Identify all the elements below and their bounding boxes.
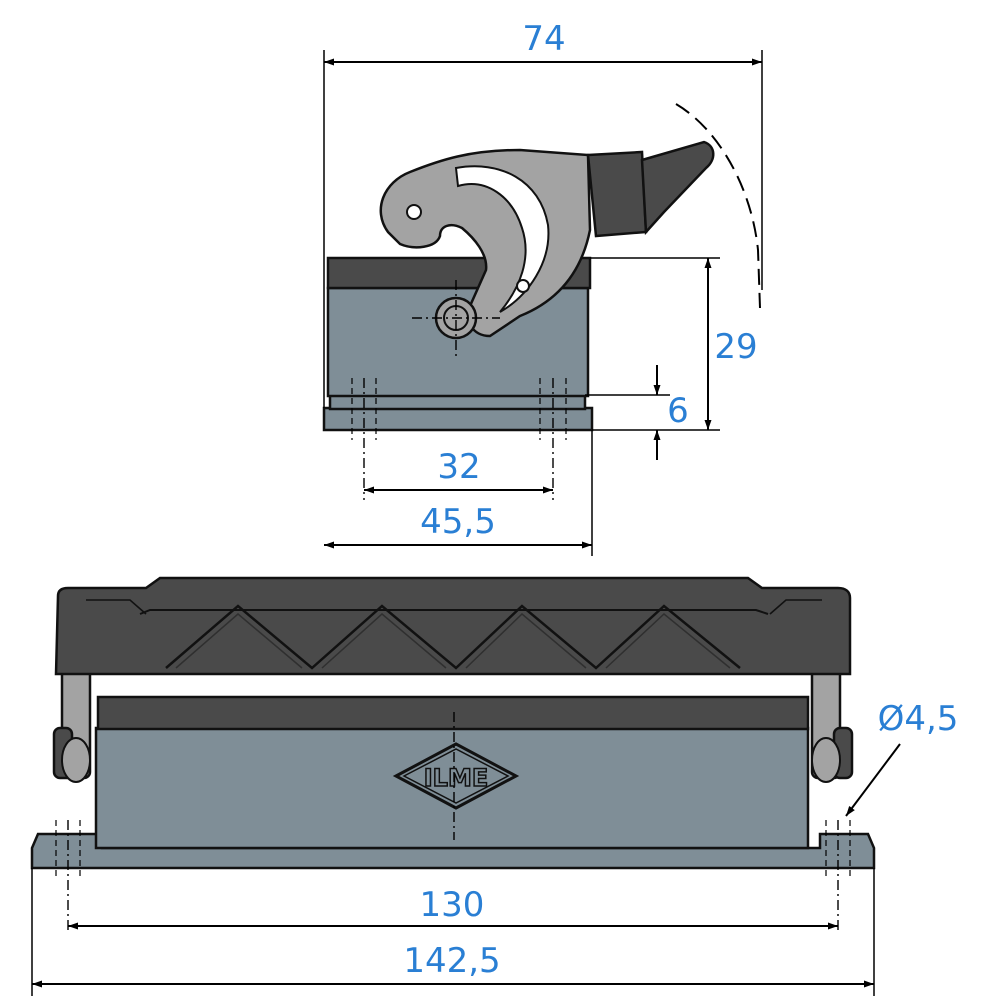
dimension-45-5: 45,5 xyxy=(324,430,593,556)
dimension-74: 74 xyxy=(323,19,763,408)
dim-label-29: 29 xyxy=(714,327,757,367)
dim-label-130: 130 xyxy=(420,885,485,925)
dimension-32: 32 xyxy=(364,447,553,494)
svg-text:ILME: ILME xyxy=(424,764,489,792)
dimension-6: 6 xyxy=(585,365,689,460)
ilme-logo: ILME xyxy=(392,742,520,810)
dim-label-32: 32 xyxy=(437,447,480,487)
front-base-flange xyxy=(30,832,876,870)
dimension-130: 130 xyxy=(68,885,838,930)
right-hinge xyxy=(810,666,854,783)
front-top-band xyxy=(96,695,810,731)
dim-label-142-5: 142,5 xyxy=(403,941,500,981)
dimension-hole-diameter: Ø4,5 xyxy=(845,699,959,817)
cover-relief xyxy=(139,609,769,615)
left-hinge xyxy=(52,666,92,783)
front-view: ILME xyxy=(30,576,876,930)
side-lever-tip xyxy=(640,140,715,236)
dim-label-6: 6 xyxy=(667,391,689,431)
lever-swing-arc xyxy=(675,103,761,309)
dim-label-hole: Ø4,5 xyxy=(878,699,959,739)
dim-label-74: 74 xyxy=(522,19,565,59)
side-lever-slot xyxy=(454,165,550,313)
dim-label-45-5: 45,5 xyxy=(420,502,496,542)
front-cover xyxy=(54,576,852,676)
side-lever-pin xyxy=(516,279,530,293)
side-lever-pivot-small xyxy=(406,204,422,220)
dimension-142-5: 142,5 xyxy=(31,868,875,996)
side-lever-handle xyxy=(586,150,648,238)
cover-zigzag-shade xyxy=(175,612,731,669)
cover-relief-left xyxy=(86,599,822,615)
side-view xyxy=(322,103,761,500)
cover-zigzag xyxy=(165,604,741,670)
dimension-29: 29 xyxy=(590,257,758,431)
